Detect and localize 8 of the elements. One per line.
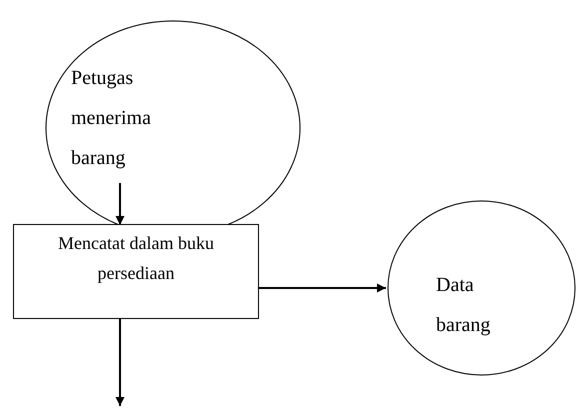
- arrow: [116, 183, 124, 225]
- node-label: Mencatat dalam buku persediaan: [57, 232, 215, 285]
- node-label: Data barang: [436, 273, 492, 338]
- arrow: [259, 284, 386, 292]
- arrow: [116, 319, 124, 406]
- process-circle: [387, 200, 576, 376]
- node-label: Petugas menerima barang: [71, 66, 152, 171]
- process-box: [13, 224, 259, 319]
